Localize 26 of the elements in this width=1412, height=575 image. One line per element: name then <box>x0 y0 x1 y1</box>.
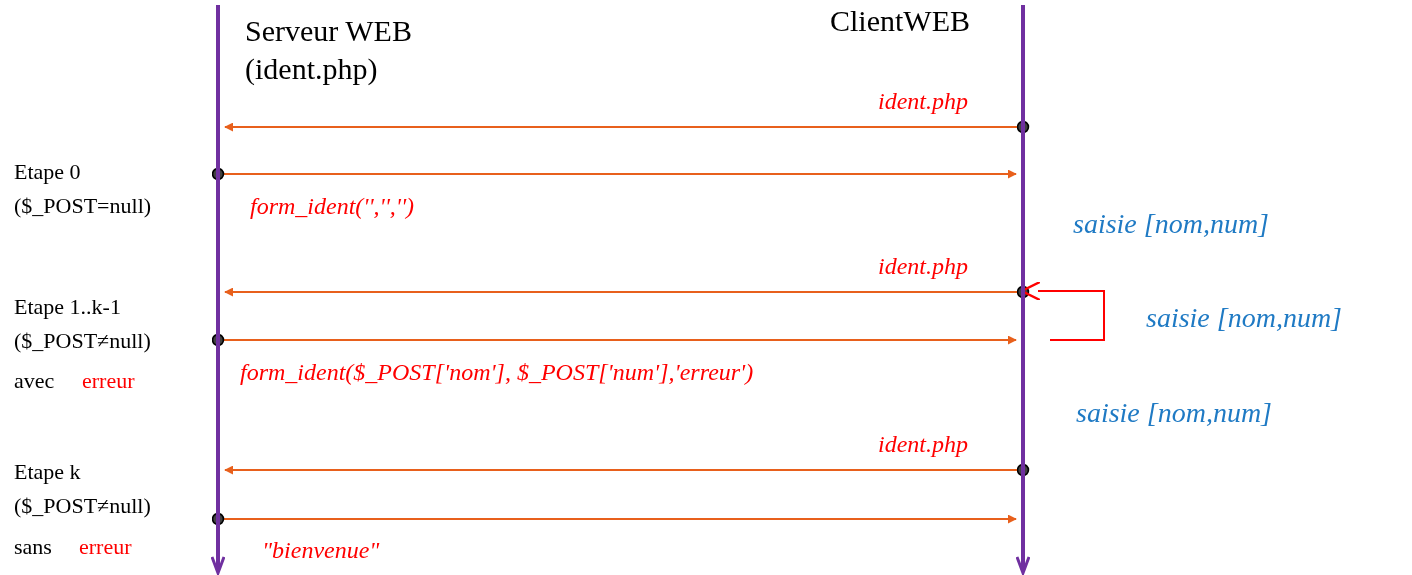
message-arrow <box>211 167 1017 181</box>
message-arrow <box>224 285 1030 299</box>
lifeline-heading: Serveur WEB (ident.php) <box>245 13 413 87</box>
step-label: Etape 0 ($_POST=null) <box>14 158 153 220</box>
lifeline-heading: ClientWEB <box>829 3 970 39</box>
input-note: saisie [nom,num] <box>1073 207 1269 241</box>
lifeline <box>211 5 225 575</box>
input-note: saisie [nom,num] <box>1076 396 1272 430</box>
status-text: erreur <box>79 533 132 561</box>
edge-label: form_ident('','','') <box>250 192 415 221</box>
edge-label: ident.php <box>878 252 968 281</box>
status-text: erreur <box>82 367 135 395</box>
message-arrow <box>224 120 1030 134</box>
edge-label: "bienvenue" <box>262 536 380 565</box>
step-label: Etape 1..k-1 ($_POST≠null) <box>14 293 152 355</box>
edge-label: form_ident($_POST['nom'], $_POST['num'],'erreur') <box>240 358 754 387</box>
step-label: Etape k ($_POST≠null) <box>14 458 152 520</box>
input-note: saisie [nom,num] <box>1146 301 1342 335</box>
message-arrow <box>211 333 1017 347</box>
status-text: sans <box>14 533 52 561</box>
lifeline <box>1016 5 1030 575</box>
status-text: avec <box>14 367 55 395</box>
message-arrow <box>224 463 1030 477</box>
message-arrow <box>211 512 1017 526</box>
edge-label: ident.php <box>878 87 968 116</box>
edge-label: ident.php <box>878 430 968 459</box>
